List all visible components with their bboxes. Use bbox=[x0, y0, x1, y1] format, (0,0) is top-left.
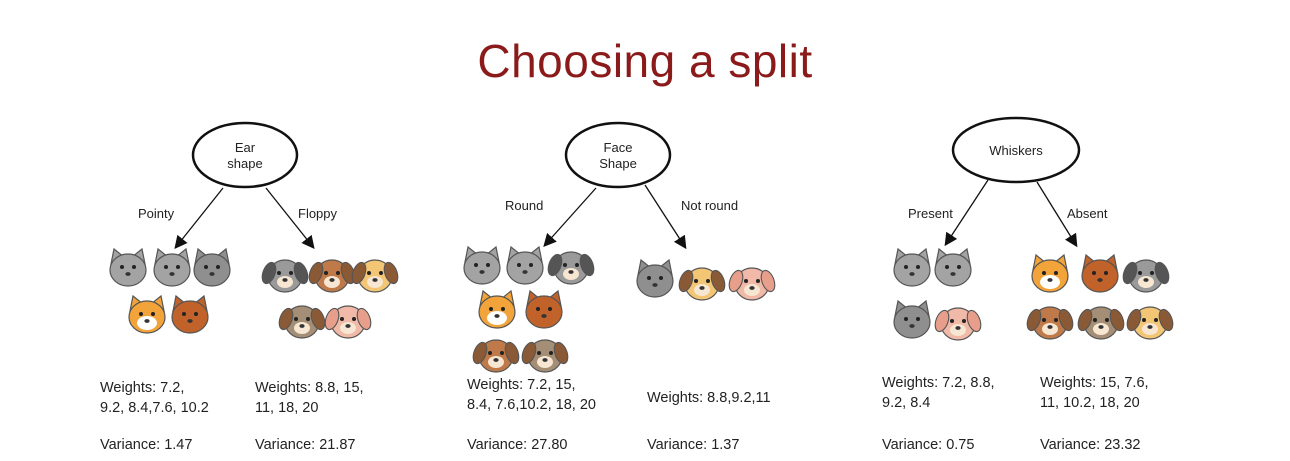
feature-label: Whiskers bbox=[989, 143, 1043, 158]
wolf-icon bbox=[193, 247, 231, 287]
weights-text: Weights: 8.8, 15, 11, 18, 20 bbox=[255, 380, 364, 416]
branch-arrow bbox=[1036, 181, 1078, 248]
feature-label: Ear bbox=[235, 140, 256, 155]
cat-gray-icon bbox=[934, 247, 972, 287]
wolf-icon bbox=[636, 258, 674, 298]
weights-text: Weights: 7.2, 15, 8.4, 7.6,10.2, 18, 20 bbox=[467, 377, 596, 413]
cat-gray-icon bbox=[109, 247, 147, 287]
feature-node bbox=[951, 116, 1081, 184]
cat-brown-icon bbox=[171, 294, 209, 334]
branch-arrow bbox=[174, 187, 224, 250]
variance-text: Variance: 0.75 bbox=[882, 437, 975, 453]
dog-gray-icon bbox=[261, 259, 309, 293]
branch-label: Pointy bbox=[138, 206, 175, 221]
cat-gray-icon bbox=[506, 245, 544, 285]
feature-label: Face bbox=[604, 140, 633, 155]
variance-text: Variance: 27.80 bbox=[467, 437, 568, 453]
variance-text: Variance: 1.37 bbox=[647, 437, 740, 453]
variance-text: Variance: 23.32 bbox=[1040, 437, 1141, 453]
branch-label: Absent bbox=[1067, 206, 1108, 221]
dog-brown-icon bbox=[1026, 306, 1074, 340]
dog-brown-icon bbox=[472, 339, 520, 373]
branch-arrow bbox=[644, 184, 687, 250]
weights-text: Weights: 8.8,9.2,11 bbox=[647, 390, 771, 406]
branch-label: Floppy bbox=[298, 206, 338, 221]
weights-text: Weights: 7.2, 9.2, 8.4,7.6, 10.2 bbox=[100, 380, 209, 416]
dog-yellow-icon bbox=[1126, 306, 1174, 340]
dog-pink-icon bbox=[934, 307, 982, 341]
cat-brown-icon bbox=[1081, 253, 1119, 293]
feature-label: Shape bbox=[599, 156, 637, 171]
branch-label: Round bbox=[505, 198, 543, 213]
cat-orange-icon bbox=[128, 294, 166, 334]
branch-label: Not round bbox=[681, 198, 738, 213]
cat-gray-icon bbox=[153, 247, 191, 287]
cat-orange-icon bbox=[478, 289, 516, 329]
variance-text: Variance: 21.87 bbox=[255, 437, 356, 453]
dog-pink-icon bbox=[324, 305, 372, 339]
branch-arrow bbox=[543, 187, 597, 247]
branch-arrow bbox=[265, 187, 315, 250]
branch-label: Present bbox=[908, 206, 953, 221]
dog-brown-icon bbox=[308, 259, 356, 293]
dog-pug-icon bbox=[278, 305, 326, 339]
weights-text: Weights: 7.2, 8.8, 9.2, 8.4 bbox=[882, 375, 995, 411]
dog-gray-icon bbox=[1122, 259, 1170, 293]
feature-node bbox=[564, 121, 672, 189]
weights-text: Weights: 15, 7.6, 11, 10.2, 18, 20 bbox=[1040, 375, 1149, 411]
dog-yellow-icon bbox=[351, 259, 399, 293]
cat-brown-icon bbox=[525, 289, 563, 329]
branch-arrow bbox=[944, 179, 989, 247]
feature-node bbox=[191, 121, 299, 189]
cat-gray-icon bbox=[463, 245, 501, 285]
dog-gray-icon bbox=[547, 251, 595, 285]
cat-gray-icon bbox=[893, 247, 931, 287]
dog-pug-icon bbox=[1077, 306, 1125, 340]
variance-text: Variance: 1.47 bbox=[100, 437, 193, 453]
dog-pug-icon bbox=[521, 339, 569, 373]
wolf-icon bbox=[893, 299, 931, 339]
page-title: Choosing a split bbox=[477, 35, 813, 87]
dog-pink-icon bbox=[728, 267, 776, 301]
feature-label: shape bbox=[227, 156, 262, 171]
cat-orange-icon bbox=[1031, 253, 1069, 293]
dog-yellow-icon bbox=[678, 267, 726, 301]
